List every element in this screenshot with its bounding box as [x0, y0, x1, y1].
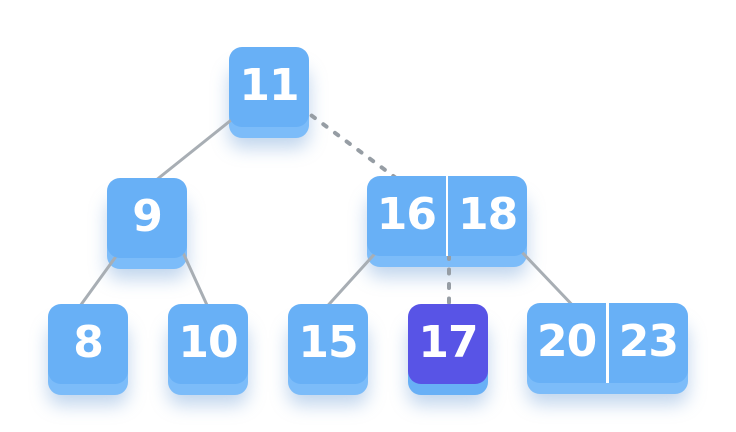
tree-node-15: 15: [288, 304, 368, 384]
edge-11-to-16-18: [298, 105, 402, 183]
tree-node-20-23: 20 23: [527, 303, 688, 383]
tree-node-16-18: 16 18: [367, 176, 527, 256]
tree-node-9: 9: [107, 178, 187, 258]
node-key: 8: [73, 317, 104, 368]
node-key: 15: [298, 317, 358, 368]
node-key: 9: [132, 191, 163, 242]
node-key: 11: [239, 60, 299, 111]
tree-node-8: 8: [48, 304, 128, 384]
key-divider: [445, 176, 449, 256]
node-key: 16: [376, 189, 437, 240]
edge-16-18-to-20-23: [516, 246, 580, 313]
tree-node-11: 11: [229, 47, 309, 127]
node-key: 20: [537, 316, 597, 367]
key-divider: [606, 303, 609, 383]
node-key: 23: [618, 316, 679, 367]
node-key: 10: [178, 317, 238, 368]
node-key: 17: [418, 317, 478, 368]
tree-node-10: 10: [168, 304, 248, 384]
node-key: 18: [458, 189, 518, 240]
tree-node-17-highlighted: 17: [408, 304, 488, 384]
